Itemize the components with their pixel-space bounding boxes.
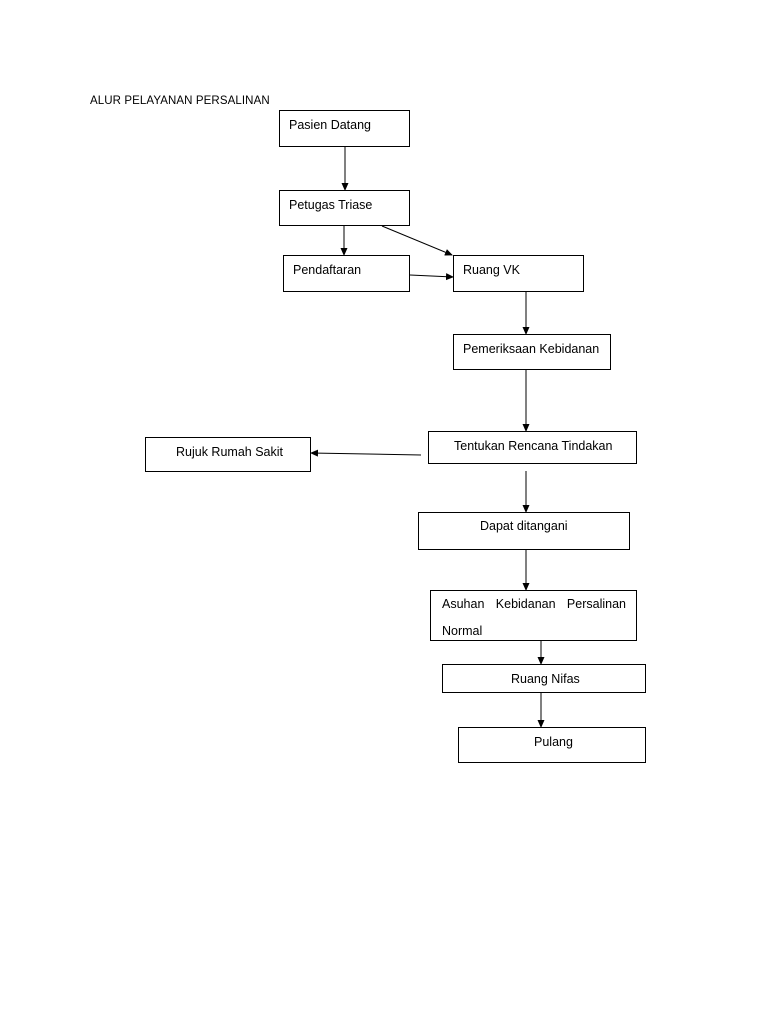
node-rujuk-rumah-sakit: Rujuk Rumah Sakit: [145, 437, 311, 472]
node-label: Ruang Nifas: [511, 672, 580, 686]
node-pendaftaran: Pendaftaran: [283, 255, 410, 292]
node-label: Rujuk Rumah Sakit: [176, 445, 283, 459]
arrow-triase-to-ruang-vk: [381, 225, 453, 256]
diagram-title: ALUR PELAYANAN PERSALINAN: [90, 95, 270, 107]
node-pasien-datang: Pasien Datang: [279, 110, 410, 147]
node-ruang-nifas: Ruang Nifas: [442, 664, 646, 693]
node-label: Pulang: [534, 735, 573, 749]
arrow-pendaftaran-to-ruang-vk: [409, 273, 454, 281]
node-label: Dapat ditangani: [480, 519, 568, 533]
node-tentukan-rencana-tindakan: Tentukan Rencana Tindakan: [428, 431, 637, 464]
node-dapat-ditangani: Dapat ditangani: [418, 512, 630, 550]
node-label: Pemeriksaan Kebidanan: [463, 342, 600, 356]
node-asuhan-kebidanan-persalinan-normal: Asuhan Kebidanan Persalinan Normal: [430, 590, 637, 641]
arrow-tentukan-to-rujuk: [310, 449, 422, 457]
node-label: Pendaftaran: [293, 263, 362, 277]
node-label: Ruang VK: [463, 263, 520, 277]
node-label: Pasien Datang: [289, 118, 372, 132]
node-label: Tentukan Rencana Tindakan: [454, 439, 613, 453]
node-label: Asuhan Kebidanan Persalinan Normal: [442, 597, 626, 638]
node-label: Petugas Triase: [289, 198, 373, 212]
node-petugas-triase: Petugas Triase: [279, 190, 410, 226]
node-pulang: Pulang: [458, 727, 646, 763]
node-ruang-vk: Ruang VK: [453, 255, 584, 292]
node-pemeriksaan-kebidanan: Pemeriksaan Kebidanan: [453, 334, 611, 370]
